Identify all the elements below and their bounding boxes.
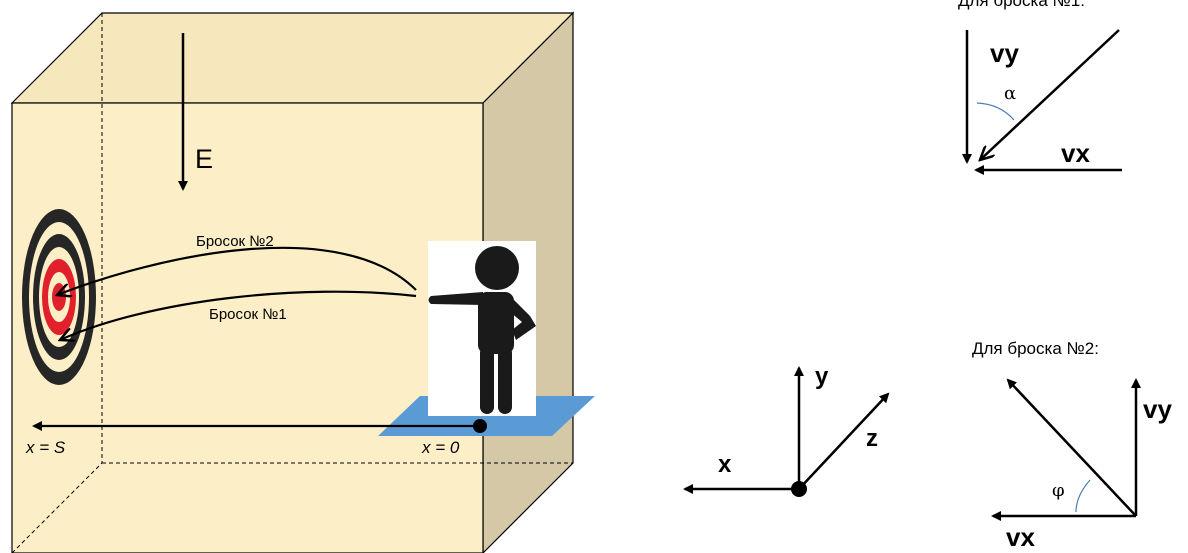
trajectory-throw-1 bbox=[60, 290, 417, 340]
throw-1-angle-label: α bbox=[1004, 83, 1016, 104]
throw-2-angle-label: φ bbox=[1052, 480, 1065, 501]
throw-2-heading: Для броска №2: bbox=[972, 339, 1099, 358]
throw-1-vectors: Для броска №1: vy vx α bbox=[958, 0, 1122, 175]
throw-2-vy-label: vy bbox=[1143, 394, 1172, 424]
axis-x-label: x bbox=[718, 451, 732, 478]
throw-2-angle-arc bbox=[1075, 479, 1091, 513]
throw-1-vy-label: vy bbox=[990, 38, 1019, 68]
throw-2-label: Бросок №2 bbox=[196, 233, 274, 250]
origin-point bbox=[791, 481, 807, 497]
coordinate-axes: x y z bbox=[683, 363, 890, 497]
throw-1-heading: Для броска №1: bbox=[958, 0, 1085, 10]
throw-1-angle-arc bbox=[976, 102, 1015, 121]
throw-1-vx-label: vx bbox=[1061, 138, 1090, 168]
throw-2-vx-label: vx bbox=[1006, 522, 1035, 552]
field-label: E bbox=[195, 144, 213, 174]
box-top-face bbox=[10, 12, 575, 104]
throw-1-velocity-vector bbox=[980, 29, 1120, 160]
throw-2-vectors: Для броска №2: vy vx φ bbox=[972, 339, 1172, 552]
trajectory-throw-2 bbox=[57, 246, 417, 295]
x-start-label: x = 0 bbox=[421, 438, 460, 457]
x-end-label: x = S bbox=[25, 438, 66, 457]
throw-1-label: Бросок №1 bbox=[209, 306, 287, 323]
throw-2-velocity-vector bbox=[1006, 378, 1137, 517]
start-point bbox=[473, 419, 487, 433]
person-icon bbox=[428, 246, 536, 414]
axis-z bbox=[798, 392, 890, 490]
axis-y-label: y bbox=[815, 363, 829, 390]
target bbox=[22, 209, 96, 385]
axis-z-label: z bbox=[866, 425, 878, 452]
box-hidden-edge bbox=[11, 462, 103, 553]
